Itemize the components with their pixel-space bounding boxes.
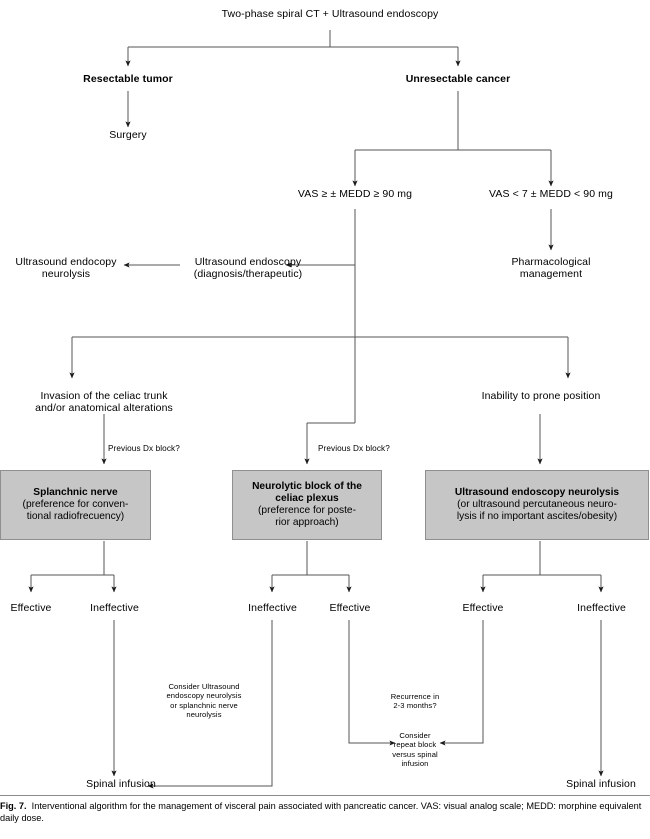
box-neurolytic-celiac-plexus[interactable]: Neurolytic block of the celiac plexus (p… bbox=[232, 470, 382, 540]
node-two-phase-spiral-ct: Two-phase spiral CT + Ultrasound endosco… bbox=[221, 8, 439, 20]
box-splanchnic-nerve-sub: (preference for conven- tional radiofrec… bbox=[22, 498, 129, 523]
node-ineffective-1: Ineffective bbox=[90, 602, 139, 614]
node-spinal-infusion-left: Spinal infusion bbox=[86, 778, 156, 790]
node-invasion-celiac-trunk: Invasion of the celiac trunk and/or anat… bbox=[35, 390, 173, 415]
annotation-consider-repeat-block: Consider repeat block versus spinal infu… bbox=[392, 731, 438, 769]
figure-number: Fig. 7. bbox=[0, 801, 27, 811]
node-ineffective-2: Ineffective bbox=[248, 602, 297, 614]
node-vas-high: VAS ≥ ± MEDD ≥ 90 mg bbox=[297, 188, 413, 200]
node-resectable-tumor: Resectable tumor bbox=[83, 73, 173, 85]
node-pharmacological-management: Pharmacological management bbox=[511, 256, 591, 281]
node-vas-low: VAS < 7 ± MEDD < 90 mg bbox=[489, 188, 613, 200]
node-ultrasound-endoscopy-diagnostic: Ultrasound endoscopy (diagnosis/therapeu… bbox=[193, 256, 303, 281]
caption-divider bbox=[0, 795, 650, 796]
figure-caption: Fig. 7. Interventional algorithm for the… bbox=[0, 800, 650, 824]
node-unresectable-cancer: Unresectable cancer bbox=[405, 73, 511, 85]
node-ultrasound-endocopy-neurolysis: Ultrasound endocopy neurolysis bbox=[15, 256, 117, 281]
box-ultrasound-endoscopy-neurolysis[interactable]: Ultrasound endoscopy neurolysis (or ultr… bbox=[425, 470, 649, 540]
node-effective-3: Effective bbox=[462, 602, 504, 614]
box-ultrasound-endoscopy-neurolysis-title: Ultrasound endoscopy neurolysis bbox=[454, 486, 620, 498]
node-spinal-infusion-right: Spinal infusion bbox=[566, 778, 636, 790]
figure-caption-text: Interventional algorithm for the managem… bbox=[0, 801, 642, 824]
box-neurolytic-celiac-plexus-title: Neurolytic block of the celiac plexus bbox=[252, 480, 362, 504]
node-surgery: Surgery bbox=[109, 129, 147, 141]
node-effective-2: Effective bbox=[329, 602, 371, 614]
box-splanchnic-nerve-title: Splanchnic nerve bbox=[33, 486, 118, 498]
node-ineffective-3: Ineffective bbox=[577, 602, 626, 614]
box-neurolytic-celiac-plexus-sub: (preference for poste- rior approach) bbox=[258, 505, 356, 529]
box-splanchnic-nerve[interactable]: Splanchnic nerve (preference for conven-… bbox=[0, 470, 151, 540]
node-inability-prone-position: Inability to prone position bbox=[481, 390, 601, 402]
box-ultrasound-endoscopy-neurolysis-sub: (or ultrasound percutaneous neuro- lysis… bbox=[456, 498, 618, 523]
label-previous-dx-block-2: Previous Dx block? bbox=[318, 444, 390, 453]
label-previous-dx-block-1: Previous Dx block? bbox=[108, 444, 180, 453]
annotation-consider-ultrasound: Consider Ultrasound endoscopy neurolysis… bbox=[166, 682, 242, 720]
node-effective-1: Effective bbox=[10, 602, 52, 614]
annotation-recurrence: Recurrence in 2-3 months? bbox=[390, 692, 440, 711]
